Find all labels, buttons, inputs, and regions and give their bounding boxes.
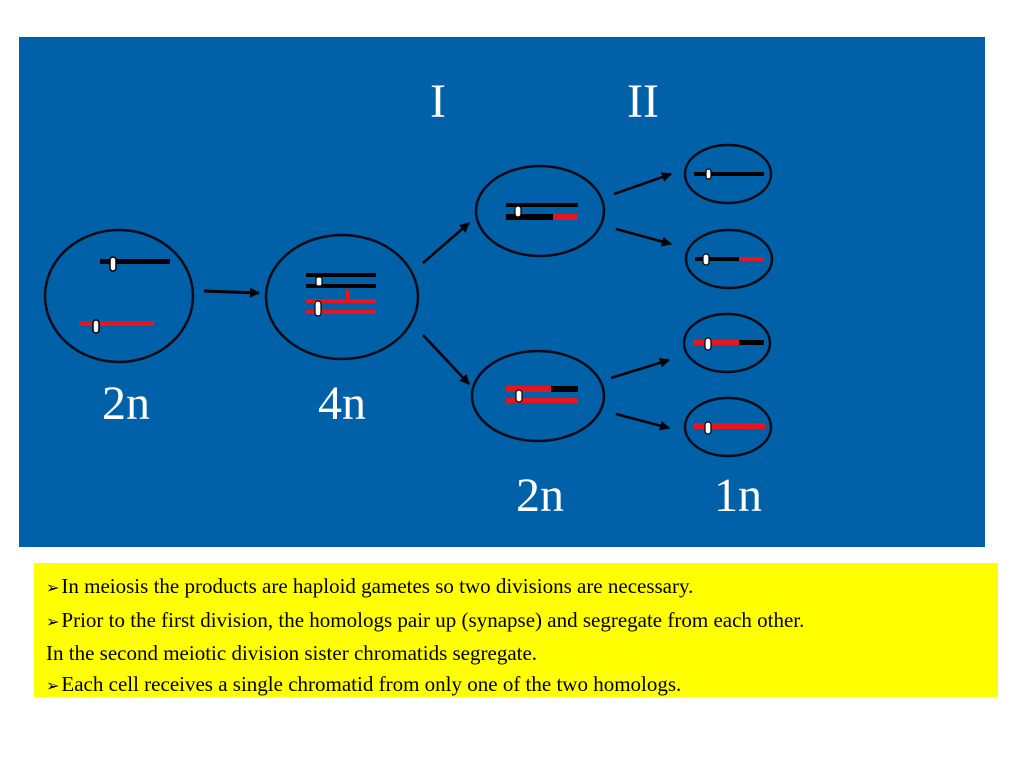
arrow-division-two-1 bbox=[613, 172, 672, 196]
arrow-bullet-icon: ➢ bbox=[46, 613, 60, 631]
arrow-division-two-4 bbox=[615, 412, 670, 431]
arrow-division-one-bottom bbox=[422, 334, 470, 385]
meiosis-diagram: I II bbox=[19, 37, 985, 547]
gamete-3 bbox=[682, 312, 772, 374]
centromere-black bbox=[315, 276, 323, 287]
cell-daughter-bottom bbox=[470, 349, 606, 443]
division-two-label: II bbox=[627, 75, 659, 128]
arrow-division-two-3 bbox=[610, 357, 670, 380]
note-bullet-1-text: In meiosis the products are haploid game… bbox=[61, 574, 694, 598]
ploidy-label-division-one: 2n bbox=[516, 469, 564, 522]
note-bullet-1: ➢In meiosis the products are haploid gam… bbox=[46, 571, 998, 605]
cell-daughter-top bbox=[474, 164, 606, 258]
chromatid-black-2 bbox=[306, 284, 376, 288]
arrow-bullet-icon: ➢ bbox=[46, 580, 60, 597]
cell-initial bbox=[43, 228, 195, 364]
note-bullet-3: ➢Each cell receives a single chromatid f… bbox=[46, 669, 998, 703]
chromatid-black-1 bbox=[306, 273, 376, 277]
centromere-red bbox=[314, 300, 322, 317]
chromosome-red bbox=[79, 319, 154, 334]
gamete-2 bbox=[684, 228, 774, 290]
note-bullet-2-text: Prior to the first division, the homolog… bbox=[61, 607, 805, 632]
chromatid-red-1 bbox=[306, 299, 376, 303]
note-bullet-2-continued: In the second meiotic division sister ch… bbox=[46, 641, 538, 665]
division-one-label: I bbox=[430, 75, 446, 128]
ploidy-label-replicated: 4n bbox=[318, 377, 366, 430]
gamete-4 bbox=[683, 396, 773, 458]
chromatid-red-2 bbox=[306, 310, 376, 314]
crossover-mark bbox=[346, 290, 349, 299]
gamete-1 bbox=[683, 143, 773, 205]
explanation-notes: ➢In meiosis the products are haploid gam… bbox=[34, 563, 998, 697]
note-bullet-2: ➢Prior to the first division, the homolo… bbox=[46, 605, 998, 639]
note-bullet-3-text: Each cell receives a single chromatid fr… bbox=[61, 671, 682, 696]
chromosome-black bbox=[100, 256, 170, 272]
arrow-bullet-icon: ➢ bbox=[46, 677, 60, 695]
ploidy-label-initial: 2n bbox=[102, 377, 150, 430]
arrow-replication bbox=[203, 287, 260, 298]
arrow-division-two-2 bbox=[615, 227, 672, 247]
cell-replicated bbox=[264, 233, 420, 361]
arrow-division-one-top bbox=[422, 222, 470, 264]
ploidy-label-division-two: 1n bbox=[714, 469, 762, 522]
meiosis-diagram-svg: I II bbox=[43, 75, 774, 522]
